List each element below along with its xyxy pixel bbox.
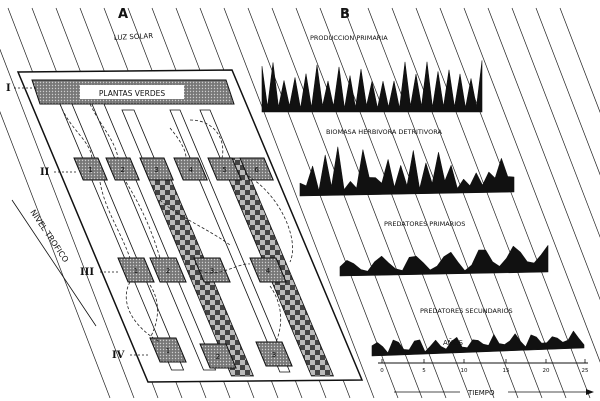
- level-labels: I II III IV: [6, 83, 148, 361]
- year-tick-label: 5: [422, 368, 426, 374]
- light-ray: [343, 7, 495, 399]
- green-plants-label-bg: [80, 85, 184, 99]
- trophic-box: 1: [149, 337, 187, 363]
- light-ray: [535, 7, 600, 176]
- level-label-iii: III: [80, 267, 94, 278]
- trophic-box: 3: [255, 341, 293, 367]
- chart-title: PRODUCCION PRIMARIA: [310, 34, 388, 42]
- trophic-box: 1: [73, 157, 108, 181]
- trophic-box: 2: [105, 157, 140, 181]
- light-ray: [415, 7, 567, 399]
- svg-text:4: 4: [266, 267, 271, 275]
- trophic-box: 2: [199, 343, 237, 369]
- chart-3: PREDATORES SECUNDARIOS: [371, 307, 585, 357]
- trophic-box: 4: [173, 157, 208, 181]
- trophic-box: 3: [193, 257, 231, 283]
- svg-text:3: 3: [272, 351, 276, 359]
- light-ray: [367, 7, 519, 399]
- year-tick-label: 15: [503, 368, 510, 374]
- years-axis: 0 5 10 15 20 25 AÑOS: [378, 338, 589, 374]
- svg-text:2: 2: [166, 267, 170, 275]
- chart-area: [261, 60, 483, 113]
- light-ray: [559, 7, 600, 113]
- chart-area: [371, 330, 585, 357]
- chart-0: PRODUCCION PRIMARIA: [261, 34, 483, 113]
- light-ray: [223, 7, 375, 399]
- svg-text:5: 5: [222, 166, 226, 174]
- svg-text:2: 2: [216, 353, 220, 361]
- svg-text:1: 1: [88, 166, 92, 174]
- sunlight-label: LUZ SOLAR: [114, 32, 154, 42]
- trophic-box: 1: [117, 257, 155, 283]
- flow-lines: [59, 103, 293, 343]
- trophic-box: 5: [207, 157, 242, 181]
- year-tick-label: 10: [461, 368, 468, 374]
- light-ray: [511, 7, 600, 238]
- trophic-box: 4: [249, 257, 287, 283]
- chart-2: PREDATORES PRIMARIOS: [339, 220, 549, 277]
- trophic-box: 6: [239, 157, 274, 181]
- chart-area: [299, 146, 515, 197]
- chart-title: PREDATORES SECUNDARIOS: [420, 307, 513, 315]
- trophic-box: 2: [149, 257, 187, 283]
- year-tick-label: 25: [582, 368, 589, 374]
- svg-text:6: 6: [254, 166, 259, 174]
- level-label-ii: II: [40, 167, 50, 178]
- year-tick-label: 20: [543, 368, 550, 374]
- svg-text:2: 2: [120, 166, 124, 174]
- time-series-charts: PRODUCCION PRIMARIA BIOMASA HERBIVORA DET…: [261, 34, 585, 357]
- time-axis: TIEMPO: [394, 389, 594, 397]
- svg-text:1: 1: [166, 347, 170, 355]
- year-tick-label: 0: [380, 368, 384, 374]
- light-ray: [463, 7, 600, 363]
- light-ray: [319, 7, 471, 399]
- light-ray: [295, 7, 447, 399]
- chart-area: [339, 245, 549, 277]
- chart-title: PREDATORES PRIMARIOS: [384, 220, 465, 228]
- time-label: TIEMPO: [467, 389, 495, 397]
- green-plants-label: PLANTAS VERDES: [99, 89, 165, 98]
- panel-label-a: A: [118, 7, 128, 22]
- light-ray: [487, 7, 600, 301]
- trophic-box: 3: [139, 157, 174, 181]
- light-ray: [0, 111, 111, 399]
- level-label-iv: IV: [112, 350, 125, 361]
- light-ray: [391, 7, 543, 399]
- chart-1: BIOMASA HERBIVORA DETRITIVORA: [299, 128, 515, 197]
- trophic-boxes: 1 2 3 4 5 6 1 2 3 4 1 2 3: [73, 157, 293, 369]
- light-ray: [271, 7, 423, 399]
- svg-text:4: 4: [188, 166, 193, 174]
- light-ray: [0, 48, 135, 399]
- panel-label-b: B: [340, 7, 350, 22]
- svg-text:3: 3: [154, 166, 158, 174]
- level-label-i: I: [6, 83, 11, 94]
- svg-text:3: 3: [210, 267, 214, 275]
- svg-text:1: 1: [134, 267, 138, 275]
- light-ray: [439, 7, 591, 399]
- years-axis-label: AÑOS: [443, 338, 464, 347]
- chart-title: BIOMASA HERBIVORA DETRITIVORA: [326, 128, 443, 136]
